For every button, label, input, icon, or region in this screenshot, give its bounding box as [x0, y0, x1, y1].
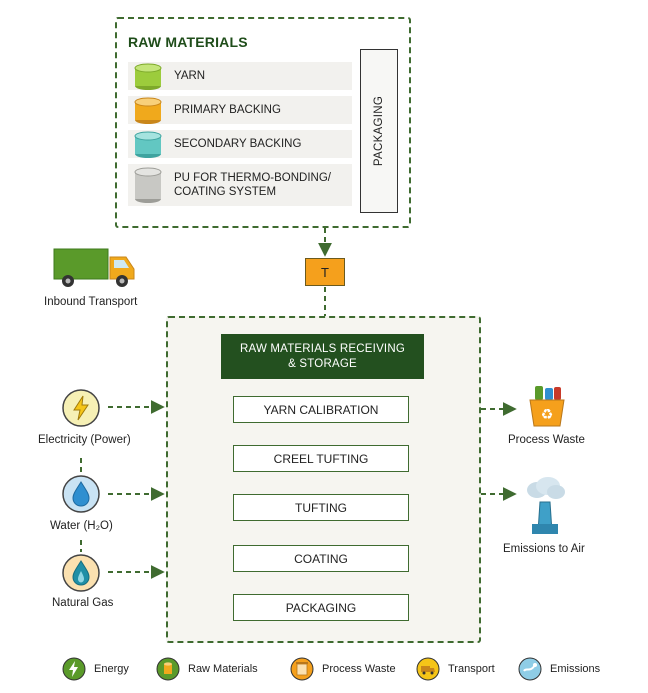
raw-item-label-line2: COATING SYSTEM: [174, 186, 277, 198]
step-creel-tufting: CREEL TUFTING: [233, 445, 409, 472]
step-coating: COATING: [233, 545, 409, 572]
lightning-icon: [62, 389, 100, 427]
transport-t-box: T: [305, 258, 345, 286]
raw-materials-title: RAW MATERIALS: [128, 34, 248, 50]
raw-item-pu-coating: PU FOR THERMO-BONDING/ COATING SYSTEM: [128, 164, 352, 206]
primary-backing-cylinder-icon: [134, 97, 162, 124]
raw-item-label: PU FOR THERMO-BONDING/: [174, 172, 331, 184]
water-drop-icon: [62, 475, 100, 513]
step-packaging: PACKAGING: [233, 594, 409, 621]
legend-transport: Transport: [416, 657, 495, 681]
pu-cylinder-icon: [134, 167, 162, 203]
transport-t-label: T: [321, 264, 329, 280]
emissions-legend-icon: [518, 657, 542, 681]
inbound-transport-label: Inbound Transport: [44, 296, 138, 308]
factory-emission-icon: [527, 477, 565, 534]
water-label: Water (H₂O): [50, 520, 113, 532]
secondary-backing-cylinder-icon: [134, 131, 162, 158]
natural-gas-label: Natural Gas: [52, 597, 114, 609]
process-waste-label: Process Waste: [508, 434, 585, 446]
raw-item-label: PRIMARY BACKING: [174, 104, 281, 116]
svg-text:♻: ♻: [541, 407, 554, 423]
raw-materials-legend-icon: [156, 657, 180, 681]
legend-label: Transport: [448, 663, 495, 675]
truck-icon: [53, 248, 135, 287]
electricity-label: Electricity (Power): [38, 434, 131, 446]
packaging-side-box: PACKAGING: [360, 49, 398, 213]
energy-legend-icon: [62, 657, 86, 681]
yarn-cylinder-icon: [134, 63, 162, 90]
legend-energy: Energy: [62, 657, 129, 681]
recycle-bin-icon: ♻: [529, 386, 565, 427]
legend-label: Raw Materials: [188, 663, 258, 675]
legend-raw-materials: Raw Materials: [156, 657, 258, 681]
receiving-label-line2: & STORAGE: [288, 357, 357, 370]
legend-process-waste: Process Waste: [290, 657, 396, 681]
raw-materials-box: [115, 17, 411, 228]
step-tufting: TUFTING: [233, 494, 409, 521]
raw-item-label: SECONDARY BACKING: [174, 138, 302, 150]
receiving-label: RAW MATERIALS RECEIVING: [240, 342, 405, 355]
raw-item-primary-backing: PRIMARY BACKING: [128, 96, 352, 124]
gas-flame-icon: [62, 554, 100, 592]
raw-item-label: YARN: [174, 70, 206, 82]
legend-label: Emissions: [550, 663, 601, 675]
legend-label: Energy: [94, 663, 129, 675]
emissions-to-air-label: Emissions to Air: [503, 543, 585, 555]
raw-item-secondary-backing: SECONDARY BACKING: [128, 130, 352, 158]
raw-item-yarn: YARN: [128, 62, 352, 90]
packaging-side-label: PACKAGING: [373, 95, 385, 167]
receiving-storage-box: RAW MATERIALS RECEIVING & STORAGE: [221, 334, 424, 379]
process-waste-legend-icon: [290, 657, 314, 681]
step-yarn-calibration: YARN CALIBRATION: [233, 396, 409, 423]
legend-emissions: Emissions: [518, 657, 600, 681]
transport-legend-icon: [416, 657, 440, 681]
legend-label: Process Waste: [322, 663, 396, 675]
